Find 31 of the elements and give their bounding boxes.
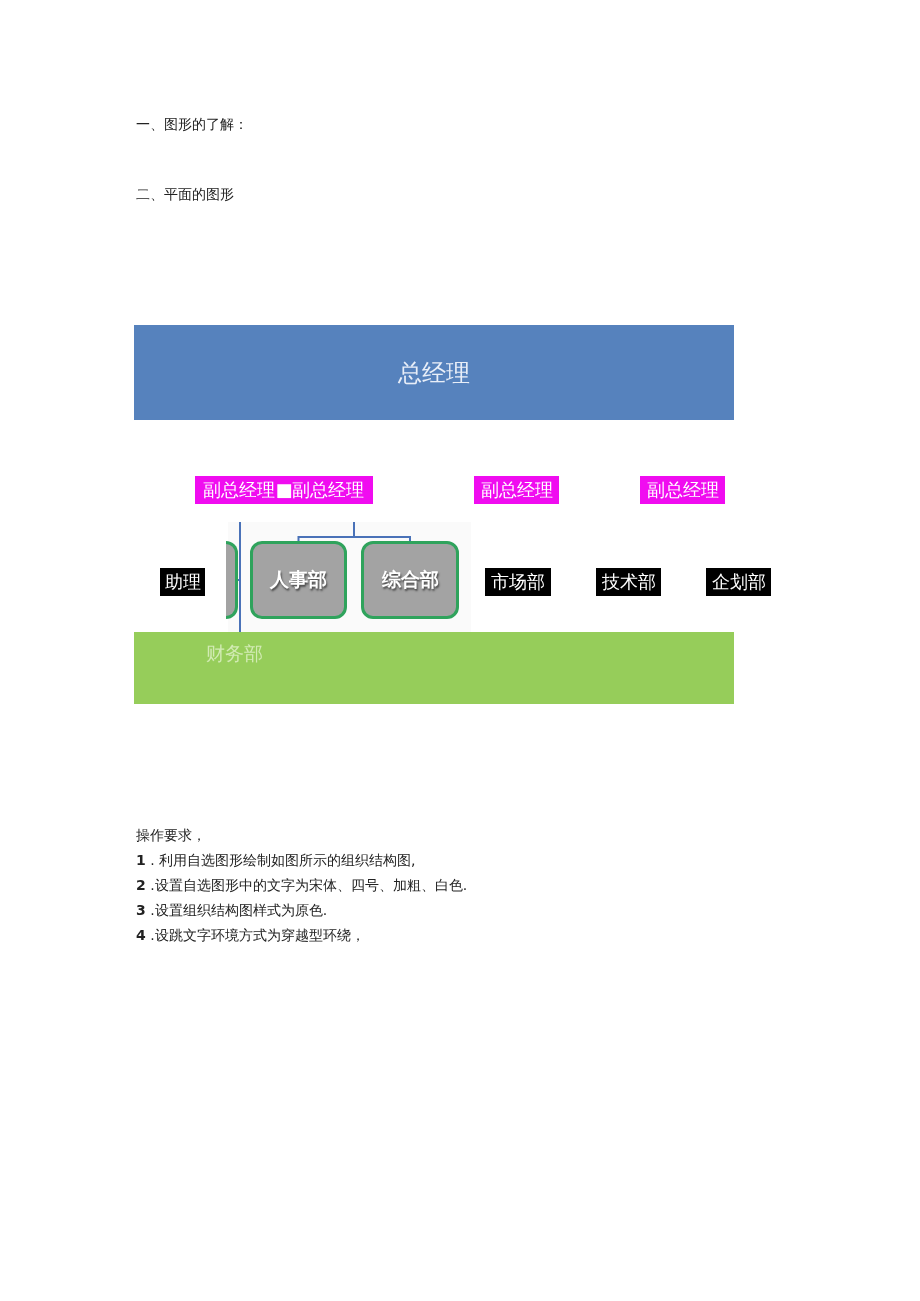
note-heading: 操作要求，	[136, 826, 206, 844]
box-label: 财务部	[206, 641, 263, 666]
org-band	[134, 632, 734, 704]
box-label: 市场部	[491, 570, 545, 594]
instruction-text: 3 .设置组织结构图样式为原色.	[136, 901, 328, 919]
box-label: 综合部	[381, 567, 439, 592]
box-label: 助理	[164, 570, 201, 594]
heading-text: 一、图形的了解：	[136, 115, 248, 133]
dept-box	[250, 541, 347, 619]
title-box	[474, 476, 559, 504]
instruction-text: 4 .设跳文字环境方式为穿越型环绕，	[136, 926, 365, 944]
box-label: 副总经理■副总经理	[203, 478, 365, 502]
dept-box	[596, 568, 661, 596]
box-label: 副总经理	[646, 478, 719, 502]
dept-box	[706, 568, 771, 596]
box-label: 总经理	[398, 357, 470, 389]
heading-text: 二、平面的图形	[136, 185, 234, 203]
box-label: 技术部	[601, 570, 656, 594]
org-band	[134, 325, 734, 420]
instruction-text: 2 .设置自选图形中的文字为宋体、四号、加粗、白色.	[136, 876, 468, 894]
dept-box	[361, 541, 459, 619]
box-label: 副总经理	[480, 478, 553, 502]
box-label: 企划部	[711, 570, 766, 594]
title-box	[195, 476, 373, 504]
box-label: 人事部	[270, 567, 327, 592]
connector-line	[353, 521, 411, 542]
title-box	[640, 476, 725, 504]
connector-line	[237, 521, 241, 633]
dept-box	[485, 568, 551, 596]
instruction-text: 1 . 利用自选图形绘制如图所示的组织结构图,	[136, 851, 416, 869]
partial-box	[226, 541, 238, 619]
